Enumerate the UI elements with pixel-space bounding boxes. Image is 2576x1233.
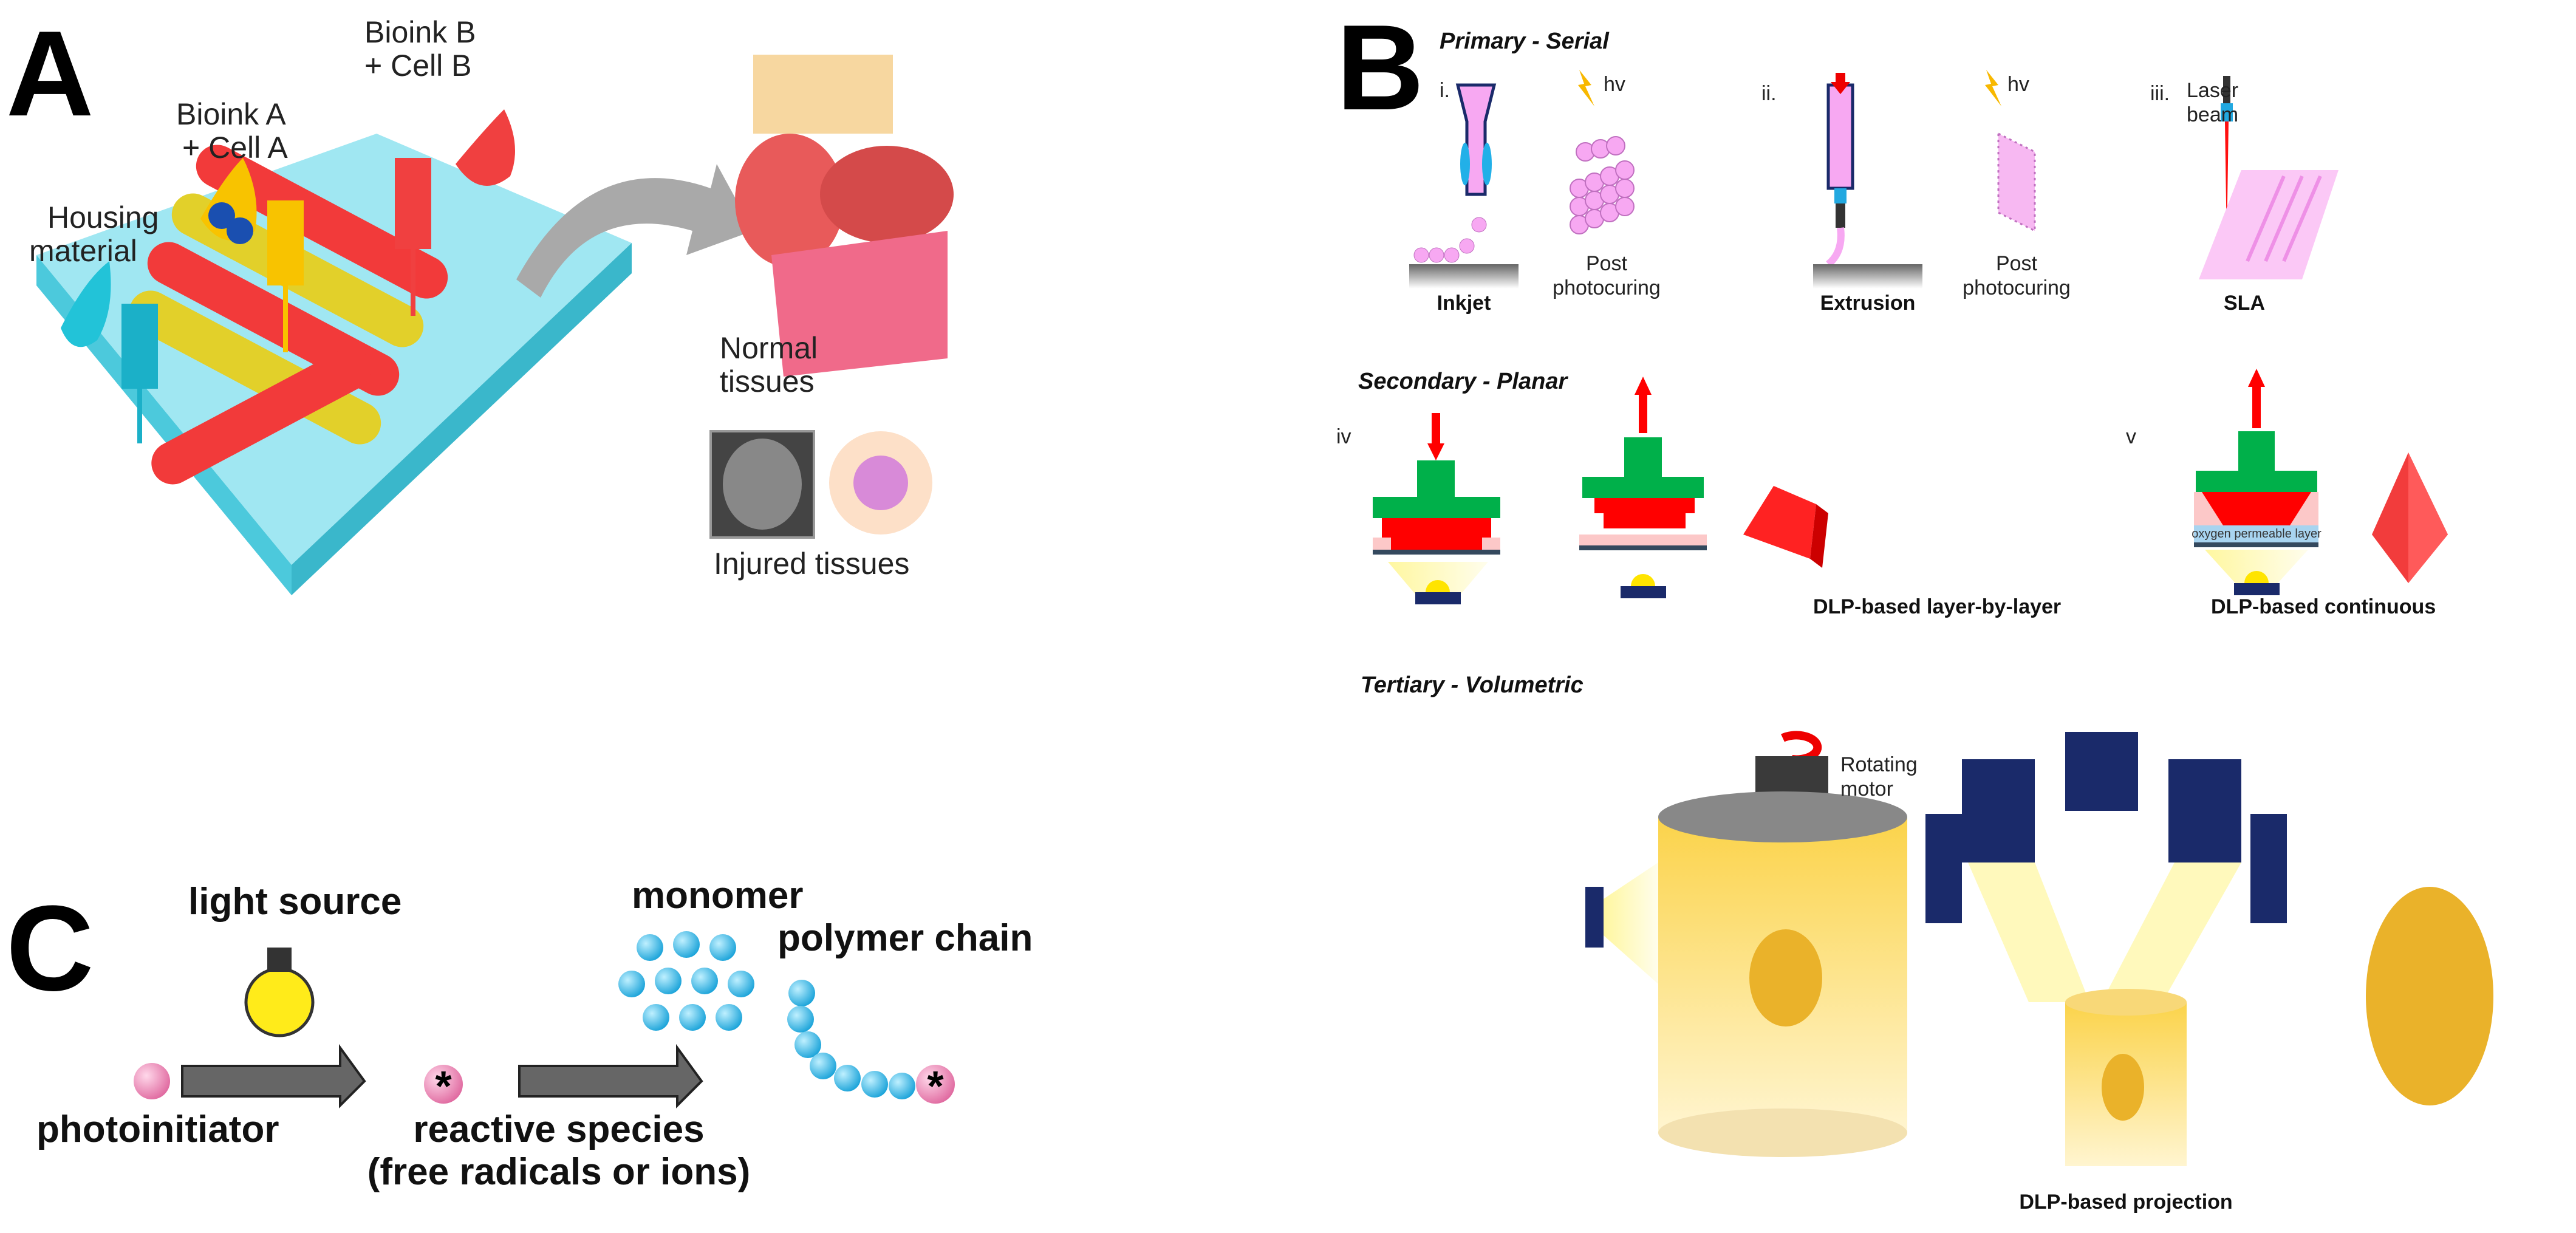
extrusion-label: Extrusion: [1820, 292, 1916, 315]
sla-illustration: [2199, 76, 2339, 279]
photoinitiator-icon: [134, 1063, 170, 1099]
label-ii: ii.: [1761, 82, 1777, 105]
inkjet-label: Inkjet: [1437, 292, 1491, 315]
injured-tissues-illustration: [709, 430, 932, 539]
layer-by-layer-label: DLP-based layer-by-layer: [1813, 595, 2061, 618]
reactive-species-label: reactive species(free radicals or ions): [367, 1108, 751, 1193]
bioink-a-syringe: [200, 158, 304, 352]
reactive-end-icon: [916, 1065, 955, 1104]
bioink-a-label: Bioink A+ Cell A: [176, 97, 288, 165]
arrow-icon: [518, 1043, 703, 1108]
droplet-icon: [456, 109, 515, 186]
dlp-layer-by-layer-illustration: [1373, 377, 1828, 604]
lightning-icon: [1578, 70, 1594, 106]
star-icon: *: [927, 1062, 944, 1110]
heart-icon: [1749, 929, 1822, 1026]
continuous-label: DLP-based continuous: [2211, 595, 2436, 618]
hv-label-2: hv: [2007, 73, 2029, 96]
platform-side: [36, 255, 292, 595]
light-bulb-icon: [244, 948, 315, 1037]
panel-a: A: [6, 6, 954, 595]
droplet-icon: [61, 261, 111, 347]
light-source-label: light source: [188, 881, 401, 923]
panel-c: C light source * monomer polymer chain *…: [6, 875, 1033, 1193]
arrow-icon: [181, 1043, 366, 1108]
post-photocuring-drops: [1570, 136, 1635, 234]
photoinitiator-label: photoinitiator: [36, 1108, 279, 1150]
platform-side: [292, 243, 632, 595]
label-v: v: [2126, 425, 2136, 448]
projection-label: DLP-based projection: [2019, 1190, 2232, 1214]
dlp-continuous-illustration: [2194, 369, 2448, 595]
down-arrow-icon: [1831, 73, 1850, 94]
monomer-icons: [618, 931, 754, 1031]
bioink-b-label: Bioink B+ Cell B: [364, 15, 476, 83]
secondary-planar-heading: Secondary - Planar: [1358, 369, 1568, 394]
primary-serial-heading: Primary - Serial: [1440, 29, 1610, 54]
up-arrow-icon: [2248, 369, 2265, 387]
bioink-b-syringe: [395, 109, 515, 316]
lightning-icon: [1985, 70, 2001, 106]
curved-arrow-icon: [516, 164, 753, 298]
panel-label-c: C: [6, 881, 94, 1016]
label-iv: iv: [1336, 425, 1351, 448]
extrusion-illustration: [1813, 70, 2036, 289]
rotation-arrow-icon: [1781, 731, 1822, 764]
oxygen-layer-label: oxygen permeable layer: [2192, 527, 2321, 541]
down-arrow-icon: [1427, 443, 1444, 460]
polymer-chain-label: polymer chain: [777, 917, 1033, 959]
reactive-species-icon: [424, 1065, 463, 1104]
normal-tissues-illustration: [735, 55, 954, 377]
laser-beam: [2225, 121, 2229, 243]
inkjet-illustration: [1409, 70, 1635, 289]
hv-label-1: hv: [1604, 73, 1625, 96]
panel-b: B Primary - Serial i. ii. iii.: [1336, 0, 2493, 1214]
heart-model-icon: [2366, 887, 2493, 1105]
volumetric-illustration: [1585, 731, 2493, 1166]
tertiary-volumetric-heading: Tertiary - Volumetric: [1361, 672, 1584, 698]
panel-label-a: A: [6, 6, 94, 142]
star-icon: *: [435, 1062, 452, 1110]
polymer-chain-icon: [787, 980, 915, 1099]
monomer-label: monomer: [632, 875, 803, 917]
label-i: i.: [1440, 79, 1450, 102]
panel-label-b: B: [1336, 0, 1424, 135]
up-arrow-icon: [1635, 377, 1652, 395]
sla-label: SLA: [2224, 292, 2265, 315]
label-iii: iii.: [2150, 82, 2170, 105]
heart-icon: [2102, 1054, 2144, 1121]
injured-tissues-label: Injured tissues: [714, 547, 909, 581]
projection-screens: [1925, 732, 2287, 923]
housing-syringe: [61, 261, 158, 443]
